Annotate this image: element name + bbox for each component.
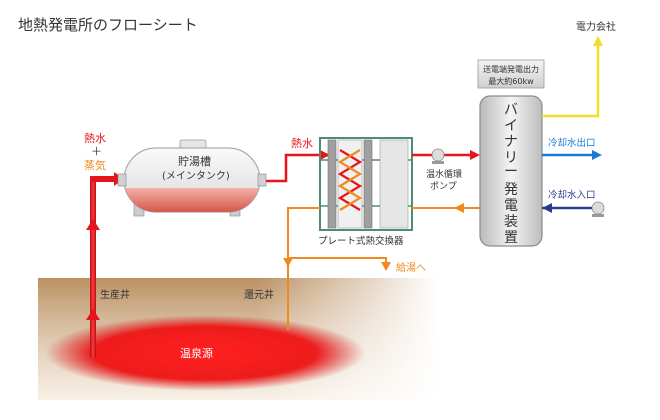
page-title: 地熱発電所のフローシート (18, 16, 198, 34)
production-well-label: 生産井 (100, 288, 130, 301)
heat-exchanger-label: プレート式熱交換器 (318, 235, 404, 247)
production-well-pipe (90, 178, 96, 358)
pump-label-line1: 温水循環 (426, 168, 462, 180)
pump-label-line2: ポンプ (430, 181, 457, 192)
binary-device-char: 発 (504, 182, 518, 198)
binary-device-char: ナ (504, 134, 518, 150)
pump-icon (431, 148, 445, 164)
hot-water-pipe-label: 熱水 (291, 137, 313, 150)
output-badge-line1: 送電端発電出力 (483, 64, 539, 74)
power-line (542, 42, 600, 118)
pump-icon (591, 201, 605, 217)
hot-water-label: 熱水 (84, 132, 106, 145)
hot-spring-source (45, 315, 365, 391)
arrow-up-icon (86, 219, 100, 230)
hot-spring-source-label: 温泉源 (180, 346, 213, 360)
binary-device-char: 電 (504, 198, 518, 214)
arrow-down-icon (381, 262, 391, 271)
cooling-out-label: 冷却水出口 (548, 137, 596, 149)
steam-label: 蒸気 (84, 158, 106, 172)
output-badge (477, 59, 545, 89)
plate-heat-exchanger (319, 137, 413, 231)
arrow-down-icon (283, 258, 293, 267)
binary-power-device (479, 95, 543, 247)
binary-device-char: バ (504, 102, 518, 118)
supply-pipe (288, 257, 387, 266)
reinjection-well-label: 還元井 (244, 288, 274, 301)
hot-water-pipe (266, 153, 328, 183)
arrow-right-icon (592, 150, 602, 160)
binary-device-char: リ (504, 150, 518, 166)
tank-subtitle: (メインタンク) (162, 170, 230, 182)
binary-device-char: 置 (504, 230, 518, 246)
storage-tank (117, 139, 267, 217)
arrow-right-icon (320, 150, 330, 160)
reinjection-pipe (287, 207, 320, 330)
cooling-in-label: 冷却水入口 (548, 189, 596, 201)
arrow-right-icon (470, 150, 480, 160)
plus-label: ＋ (91, 145, 102, 158)
output-badge-line2: 最大約60kw (488, 76, 534, 86)
arrow-up-icon (593, 36, 603, 46)
binary-device-char: イ (504, 118, 518, 134)
supply-label: 給湯へ (396, 261, 426, 274)
tank-name: 貯湯槽 (178, 155, 211, 168)
binary-device-char: 装 (504, 214, 518, 230)
power-company-label: 電力会社 (576, 20, 616, 33)
production-well-elbow (90, 176, 115, 182)
arrow-up-icon (86, 309, 100, 320)
binary-device-char: ー (504, 164, 518, 180)
arrow-left-icon (542, 203, 552, 213)
arrow-left-icon (454, 203, 464, 213)
